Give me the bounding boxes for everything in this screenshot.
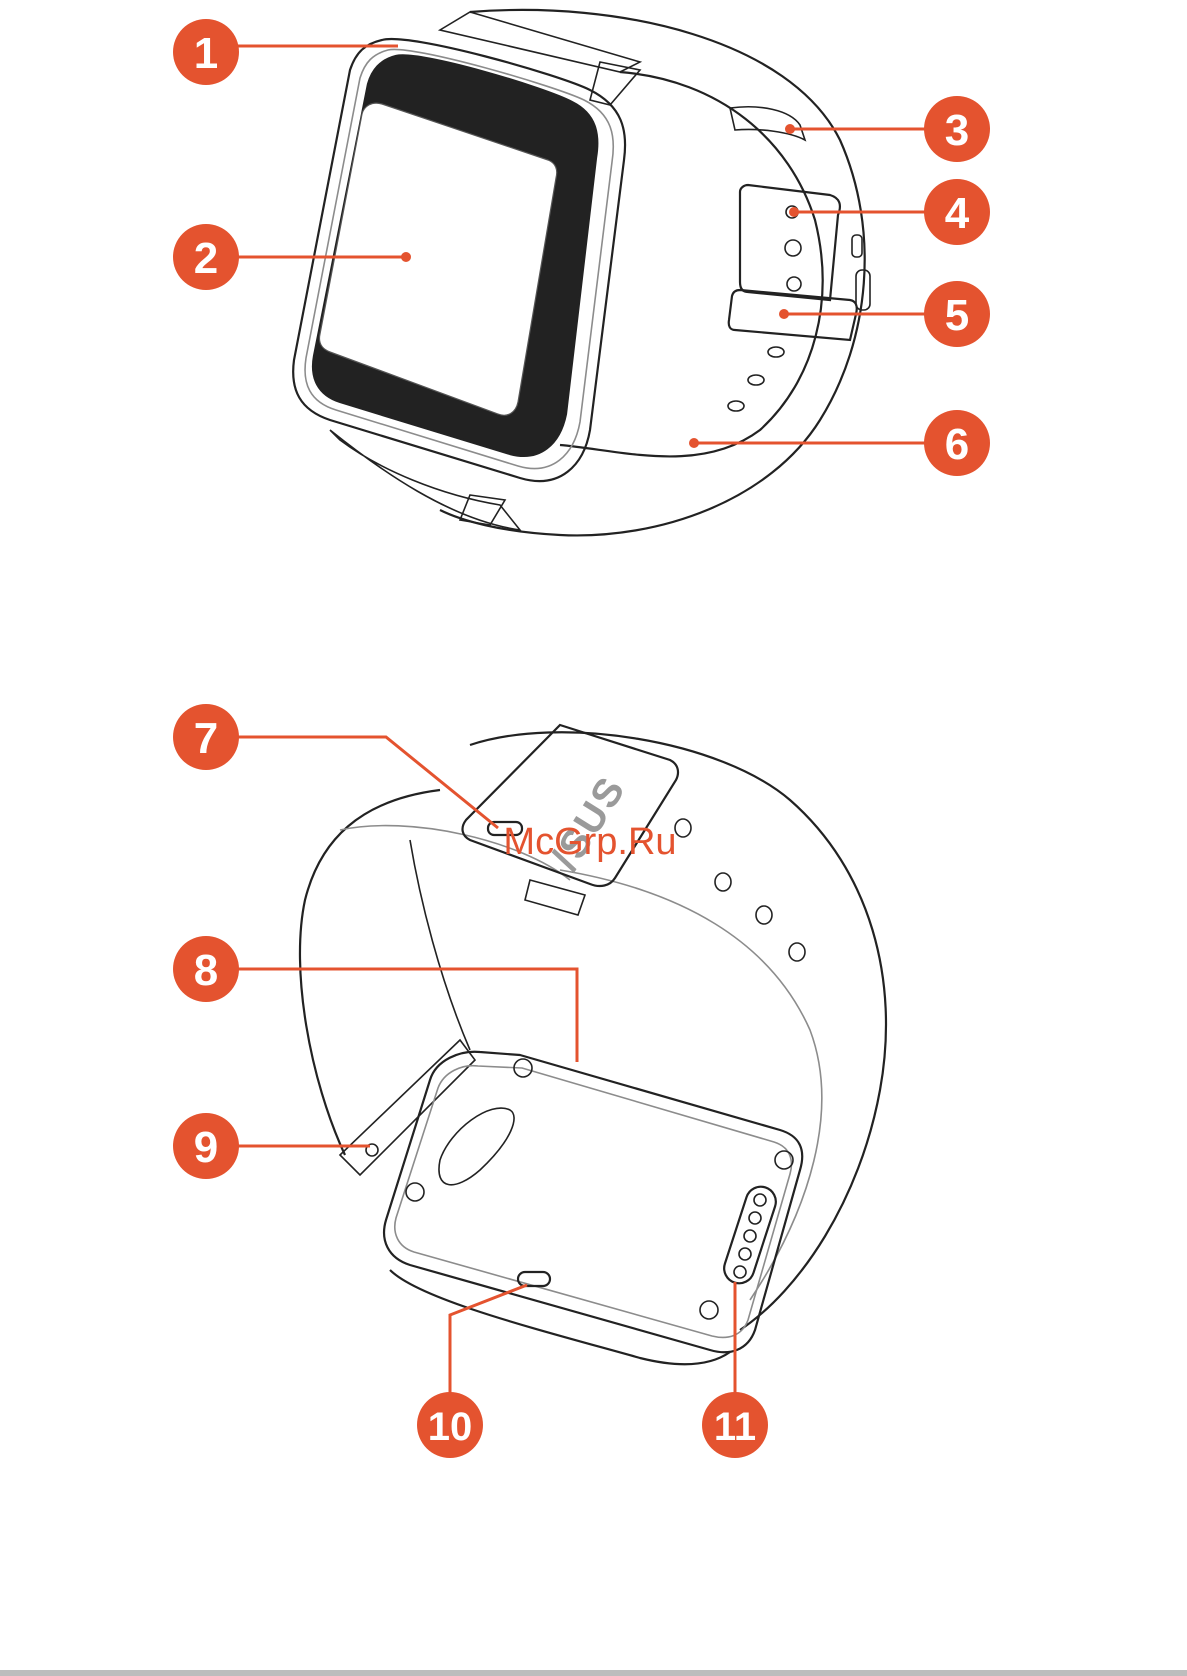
leader-7 [238, 737, 498, 828]
callout-9: 9 [173, 1113, 239, 1179]
strap-hole [675, 819, 691, 837]
callout-3: 3 [924, 96, 990, 162]
leader-6-dot [689, 438, 699, 448]
strap-hole [715, 873, 731, 891]
contact-pin [734, 1266, 746, 1278]
leader-10 [450, 1285, 527, 1399]
heart-rate-sensor-window [439, 1108, 514, 1185]
screw [406, 1183, 424, 1201]
callout-3-label: 3 [945, 106, 969, 155]
buckle-pin [730, 107, 805, 140]
callout-4-label: 4 [945, 189, 970, 238]
callout-4: 4 [924, 179, 990, 245]
strap-hole [748, 375, 764, 385]
callout-6-label: 6 [945, 420, 969, 469]
microphone [518, 1272, 550, 1286]
callout-2: 2 [173, 224, 239, 290]
callout-5: 5 [924, 281, 990, 347]
back-strap-left-inner [410, 840, 470, 1050]
contact-pin [739, 1248, 751, 1260]
leader-5-dot [779, 309, 789, 319]
callout-2-label: 2 [194, 234, 218, 283]
strap-hole [789, 943, 805, 961]
callout-10-label: 10 [428, 1405, 473, 1449]
leader-3-dot [785, 124, 795, 134]
callout-10: 10 [417, 1392, 483, 1458]
strap-top-lug [590, 62, 640, 105]
case-base-edge [390, 1270, 730, 1364]
callout-8: 8 [173, 936, 239, 1002]
strap-hole [756, 906, 772, 924]
contact-pin [744, 1230, 756, 1242]
strap-hole [785, 240, 801, 256]
callout-9-label: 9 [194, 1123, 218, 1172]
leader-4-dot [789, 207, 799, 217]
callout-1: 1 [173, 19, 239, 85]
contact-pin [754, 1194, 766, 1206]
footer-bar [0, 1670, 1187, 1676]
callout-8-label: 8 [194, 946, 218, 995]
strap-hole [728, 401, 744, 411]
callout-5-label: 5 [945, 291, 969, 340]
strap-hole [787, 277, 801, 291]
strap-hole [768, 347, 784, 357]
callout-11-label: 11 [714, 1405, 756, 1449]
callout-11: 11 [702, 1392, 768, 1458]
strap-clasp [525, 880, 585, 915]
side-detail [852, 235, 862, 257]
watermark: McGrp.Ru [503, 821, 676, 863]
screw [700, 1301, 718, 1319]
contact-pin [749, 1212, 761, 1224]
leader-2-dot [401, 252, 411, 262]
callout-7: 7 [173, 704, 239, 770]
watch-case-back-outer [384, 1052, 802, 1352]
watch-case-back-rim [395, 1066, 792, 1338]
screw [775, 1151, 793, 1169]
callout-6: 6 [924, 410, 990, 476]
front-view-watch [293, 10, 870, 535]
callout-7-label: 7 [194, 714, 218, 763]
callout-1-label: 1 [194, 29, 218, 78]
back-strap-left-loop [300, 790, 440, 1155]
leader-8 [238, 969, 577, 1062]
buckle-plate [740, 185, 840, 300]
